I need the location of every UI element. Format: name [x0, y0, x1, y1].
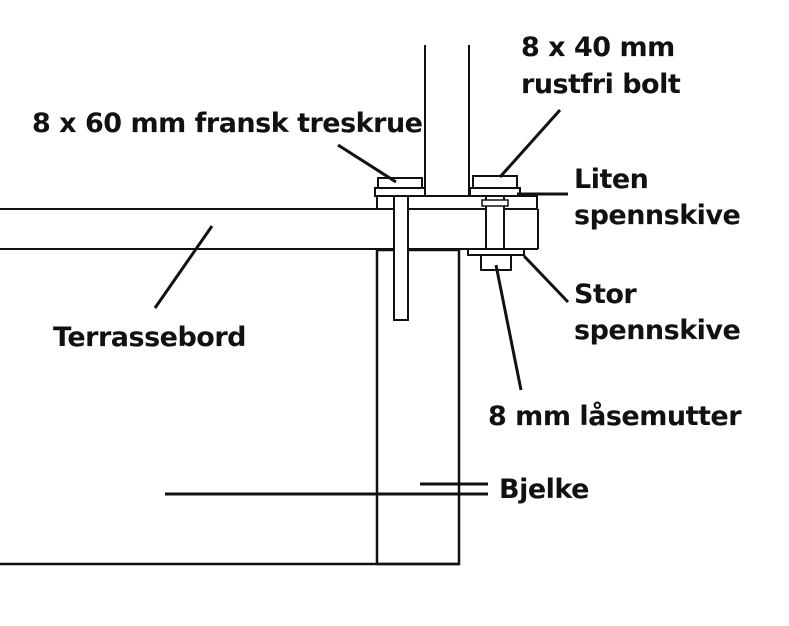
label-small-washer-line1: Liten: [574, 164, 648, 195]
label-joist: Bjelke: [499, 474, 589, 505]
label-small-washer-line2: spennskive: [574, 200, 740, 231]
stainless-bolt: [469, 175, 521, 253]
label-deck-board: Terrassebord: [53, 322, 246, 353]
leader-lines: [153, 108, 570, 496]
label-large-washer-line1: Stor: [574, 279, 637, 310]
label-wood-screw: 8 x 60 mm fransk treskrue: [32, 108, 422, 139]
wood-screw: [374, 177, 426, 321]
post-lines: [424, 45, 470, 196]
small-washer: [481, 199, 509, 207]
label-large-washer-line2: spennskive: [574, 315, 740, 346]
label-bolt-line2: rustfri bolt: [521, 69, 681, 100]
deck-board: [0, 208, 539, 250]
label-bolt-line1: 8 x 40 mm: [521, 32, 675, 63]
label-lock-nut: 8 mm låsemutter: [488, 400, 742, 432]
joist: [375, 248, 461, 566]
